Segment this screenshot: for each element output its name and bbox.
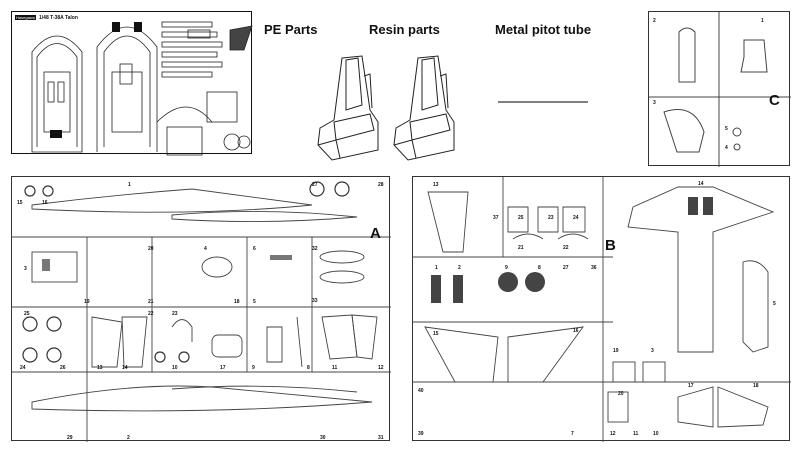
svg-text:12: 12: [610, 431, 616, 437]
svg-text:40: 40: [418, 388, 424, 394]
svg-text:14: 14: [698, 181, 704, 187]
svg-text:3: 3: [24, 266, 27, 272]
svg-text:24: 24: [573, 215, 579, 221]
resin-parts-heading: Resin parts: [369, 22, 440, 37]
metal-pitot-tube: [498, 101, 588, 103]
svg-text:4: 4: [204, 246, 207, 252]
resin-seat-right: [393, 55, 455, 161]
svg-text:23: 23: [172, 311, 178, 317]
svg-text:17: 17: [688, 383, 694, 389]
svg-text:18: 18: [234, 299, 240, 305]
svg-text:2: 2: [653, 18, 656, 24]
svg-text:18: 18: [753, 383, 759, 389]
svg-text:22: 22: [148, 311, 154, 317]
svg-text:3: 3: [653, 100, 656, 106]
svg-text:9: 9: [505, 265, 508, 271]
svg-text:20: 20: [618, 391, 624, 397]
svg-text:27: 27: [312, 182, 318, 188]
sprue-c-letter: C: [769, 92, 780, 109]
svg-text:25: 25: [518, 215, 524, 221]
svg-text:31: 31: [378, 435, 384, 441]
svg-text:11: 11: [332, 365, 338, 371]
svg-text:9: 9: [252, 365, 255, 371]
svg-text:3: 3: [651, 348, 654, 354]
svg-text:27: 27: [563, 265, 569, 271]
svg-text:10: 10: [172, 365, 178, 371]
svg-text:2: 2: [458, 265, 461, 271]
svg-text:1: 1: [128, 182, 131, 188]
svg-text:1: 1: [761, 18, 764, 24]
svg-text:26: 26: [60, 365, 66, 371]
svg-text:2: 2: [127, 435, 130, 441]
pe-parts-heading: PE Parts: [264, 22, 318, 37]
svg-text:28: 28: [378, 182, 384, 188]
pe-sheet: Hasegawa 1/48 T-38A Talon: [11, 11, 253, 156]
svg-text:36: 36: [591, 265, 597, 271]
svg-text:13: 13: [433, 182, 439, 188]
resin-seat-left: [317, 55, 379, 161]
svg-text:15: 15: [433, 331, 439, 337]
svg-text:32: 32: [312, 246, 318, 252]
svg-text:25: 25: [24, 311, 30, 317]
svg-text:10: 10: [653, 431, 659, 437]
svg-text:23: 23: [548, 215, 554, 221]
svg-text:4: 4: [725, 145, 728, 151]
svg-text:15: 15: [17, 200, 23, 206]
svg-text:6: 6: [253, 246, 256, 252]
svg-text:13: 13: [97, 365, 103, 371]
svg-text:8: 8: [538, 265, 541, 271]
svg-text:29: 29: [67, 435, 73, 441]
svg-text:21: 21: [518, 245, 524, 251]
svg-text:16: 16: [42, 200, 48, 206]
svg-text:30: 30: [320, 435, 326, 441]
svg-text:24: 24: [20, 365, 26, 371]
svg-text:37: 37: [493, 215, 499, 221]
svg-text:33: 33: [312, 298, 318, 304]
sprue-c: 2 1 3 5 4 C: [648, 11, 791, 167]
svg-text:5: 5: [253, 299, 256, 305]
svg-text:7: 7: [571, 431, 574, 437]
svg-text:39: 39: [418, 431, 424, 437]
svg-text:1: 1: [435, 265, 438, 271]
svg-text:19: 19: [84, 299, 90, 305]
svg-text:5: 5: [725, 126, 728, 132]
sprue-c-drawing: 2 1 3 5 4: [649, 12, 791, 167]
pe-sheet-drawing: [31, 21, 253, 156]
pe-sheet-title: 1/48 T-38A Talon: [39, 15, 78, 21]
svg-text:21: 21: [148, 299, 154, 305]
pe-sheet-brand: Hasegawa: [15, 15, 36, 20]
svg-text:22: 22: [563, 245, 569, 251]
svg-text:11: 11: [633, 431, 639, 437]
svg-text:16: 16: [573, 328, 579, 334]
svg-text:12: 12: [378, 365, 384, 371]
svg-text:8: 8: [307, 365, 310, 371]
svg-text:17: 17: [220, 365, 226, 371]
svg-text:5: 5: [773, 301, 776, 307]
svg-text:20: 20: [148, 246, 154, 252]
metal-pitot-heading: Metal pitot tube: [495, 22, 592, 37]
sprue-b-letter: B: [605, 237, 616, 254]
sprue-a-letter: A: [370, 225, 381, 242]
svg-text:14: 14: [122, 365, 128, 371]
svg-text:19: 19: [613, 348, 619, 354]
